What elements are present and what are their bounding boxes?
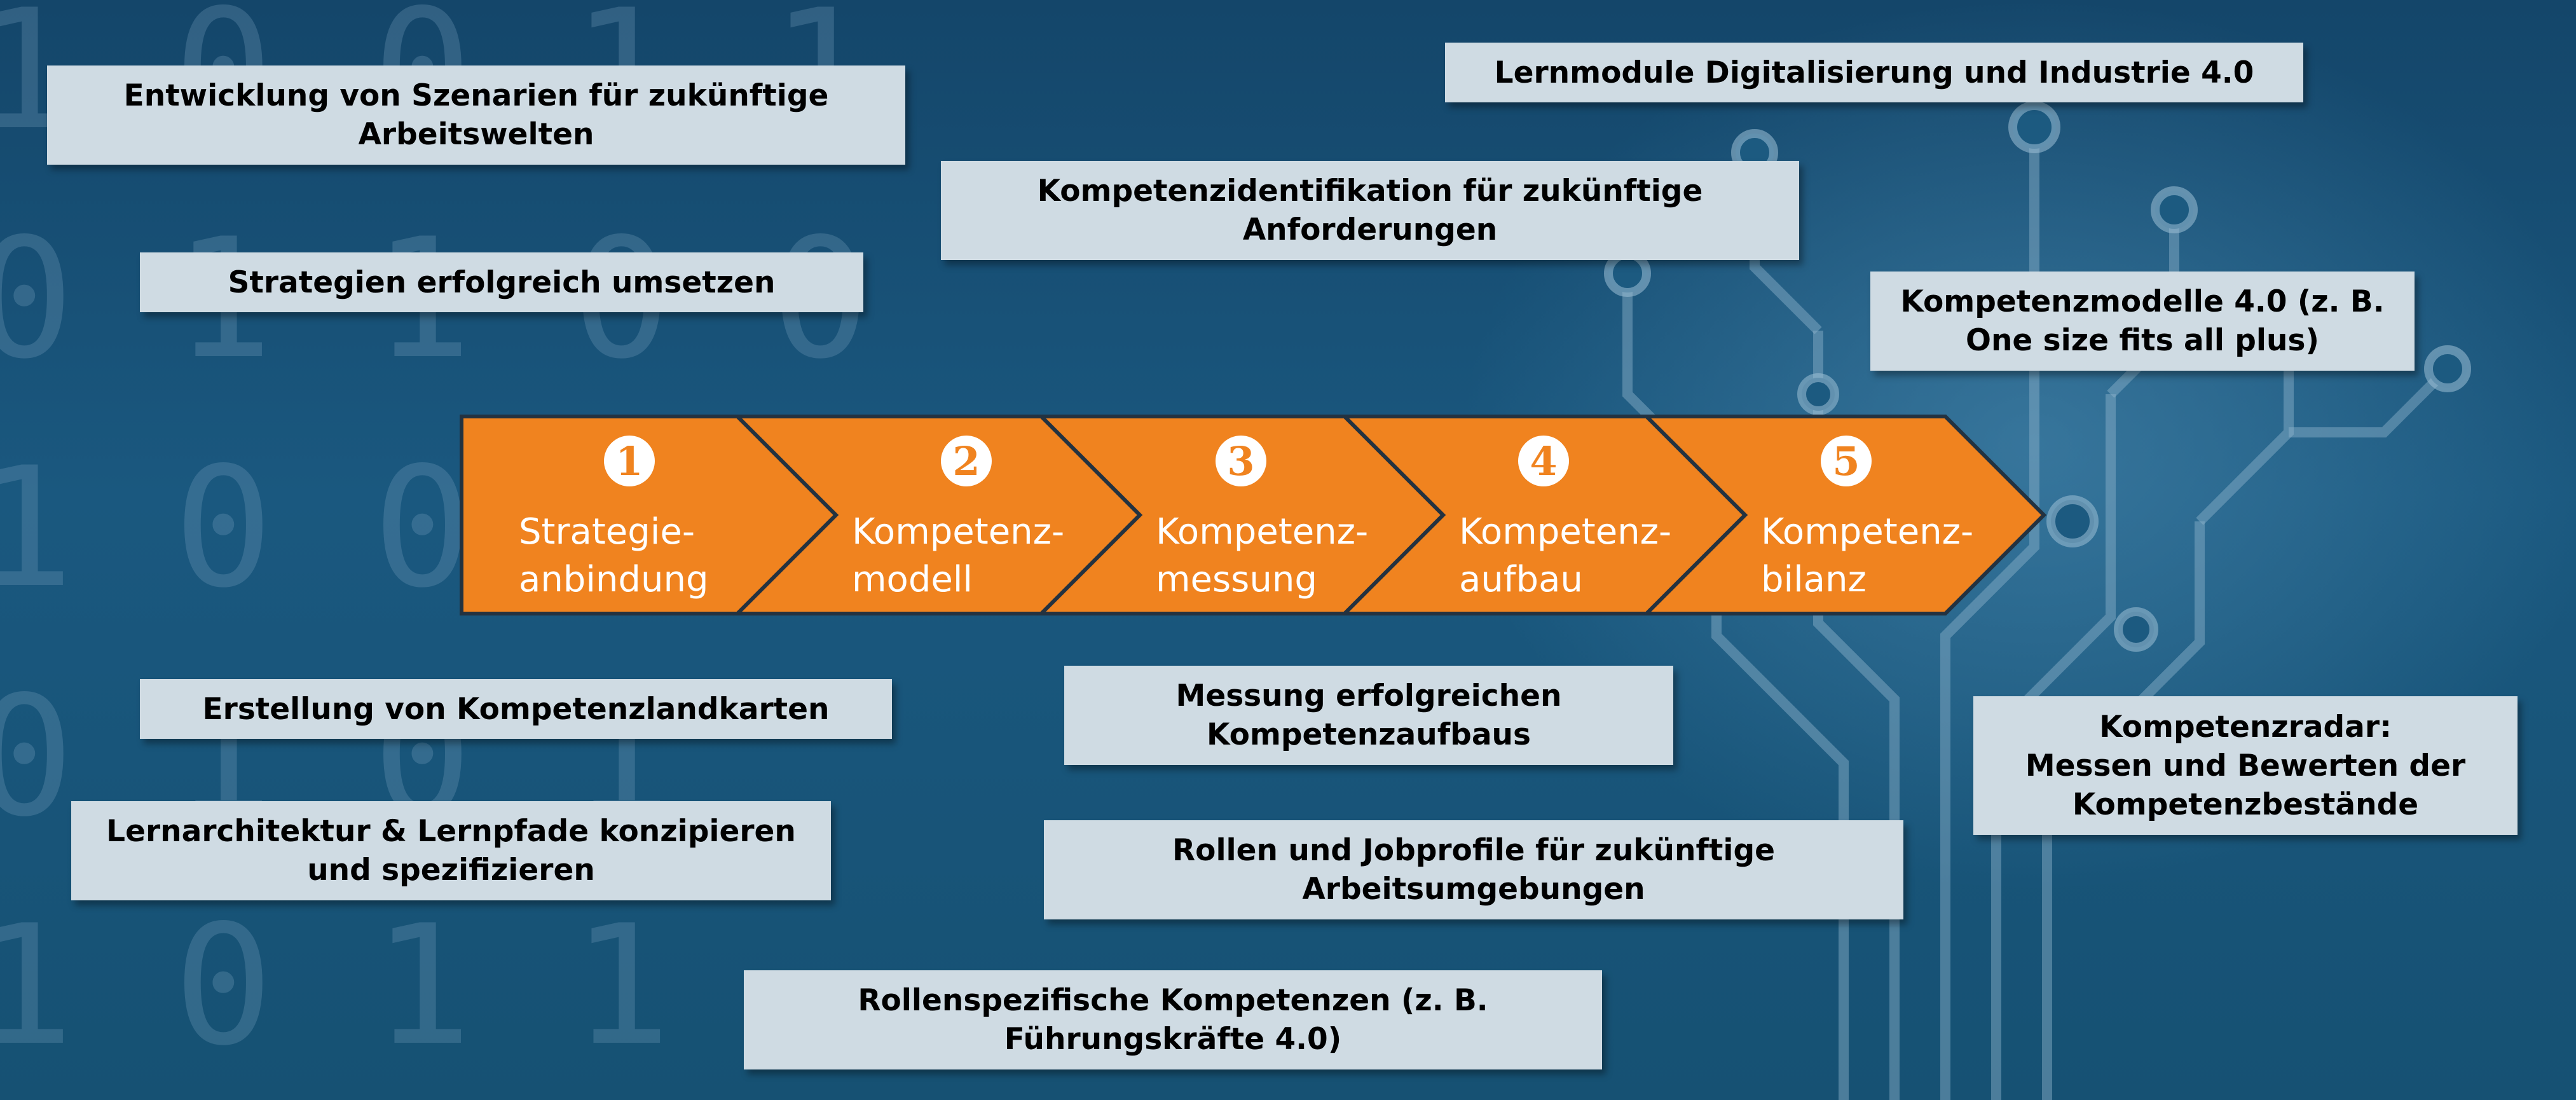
box-lernarchitektur: Lernarchitektur & Lernpfade konzipieren … bbox=[71, 801, 831, 900]
box-kompetenzidentifikation: Kompetenzidentifikation für zukünftige A… bbox=[941, 161, 1799, 260]
step-label-line2-2: modell bbox=[852, 559, 973, 600]
box-messung-line2: Kompetenzaufbaus bbox=[1207, 717, 1531, 752]
step-label-line1-5: Kompetenz- bbox=[1761, 511, 1973, 553]
step-label-line2-1: anbindung bbox=[519, 559, 708, 600]
box-landkarten: Erstellung von Kompetenzlandkarten bbox=[140, 679, 892, 739]
step-number-badge-5 bbox=[1821, 436, 1872, 486]
step-label-line1-1: Strategie- bbox=[519, 511, 695, 553]
step-label-line1-2: Kompetenz- bbox=[852, 511, 1064, 553]
step-number-3: 3 bbox=[1227, 438, 1254, 485]
step-number-badge-1 bbox=[604, 436, 655, 486]
box-kompetenzidentifikation-line1: Kompetenzidentifikation für zukünftige bbox=[1037, 174, 1703, 209]
box-messung-line1: Messung erfolgreichen bbox=[1175, 678, 1562, 713]
step-number-2: 2 bbox=[952, 438, 980, 485]
box-szenarien: Entwicklung von Szenarien für zukünftige… bbox=[47, 65, 905, 165]
box-lernarchitektur-line2: und spezifizieren bbox=[307, 853, 595, 888]
step-label-line1-4: Kompetenz- bbox=[1459, 511, 1671, 553]
box-kompetenzradar: Kompetenzradar: Messen und Bewerten der … bbox=[1973, 696, 2518, 835]
box-kompetenzmodelle-line1: Kompetenzmodelle 4.0 (z. B. bbox=[1900, 284, 2385, 319]
box-rollenspezifisch-line2: Führungskräfte 4.0) bbox=[1004, 1022, 1342, 1057]
box-szenarien-line2: Arbeitswelten bbox=[358, 117, 594, 152]
step-number-1: 1 bbox=[615, 438, 643, 485]
box-rollenspezifisch: Rollenspezifische Kompetenzen (z. B. Füh… bbox=[744, 970, 1602, 1069]
box-rollenspezifisch-line1: Rollenspezifische Kompetenzen (z. B. bbox=[858, 983, 1488, 1018]
step-number-badge-2 bbox=[941, 436, 992, 486]
box-kompetenzradar-line1: Kompetenzradar: bbox=[2099, 709, 2392, 745]
box-lernarchitektur-line1: Lernarchitektur & Lernpfade konzipieren bbox=[106, 814, 796, 849]
box-lernmodule-line1: Lernmodule Digitalisierung und Industrie… bbox=[1494, 55, 2254, 90]
step-number-4: 4 bbox=[1530, 438, 1557, 485]
box-strategien: Strategien erfolgreich umsetzen bbox=[140, 252, 863, 312]
step-number-badge-3 bbox=[1216, 436, 1266, 486]
svg-text:1 0 1 1: 1 0 1 1 bbox=[0, 890, 671, 1082]
box-landkarten-line1: Erstellung von Kompetenzlandkarten bbox=[202, 691, 830, 727]
box-kompetenzidentifikation-line2: Anforderungen bbox=[1242, 212, 1498, 247]
box-szenarien-line1: Entwicklung von Szenarien für zukünftige bbox=[123, 78, 829, 113]
box-kompetenzradar-line3: Kompetenzbestände bbox=[2072, 787, 2419, 822]
box-kompetenzradar-line2: Messen und Bewerten der bbox=[2025, 748, 2466, 783]
box-rollen-line1: Rollen und Jobprofile für zukünftige bbox=[1172, 833, 1776, 868]
process-step-5 bbox=[1641, 415, 2047, 615]
step-label-line2-4: aufbau bbox=[1459, 559, 1583, 600]
box-lernmodule: Lernmodule Digitalisierung und Industrie… bbox=[1445, 43, 2303, 102]
step-label-line2-3: messung bbox=[1156, 559, 1317, 600]
step-number-badge-4 bbox=[1518, 436, 1569, 486]
step-label-line1-3: Kompetenz- bbox=[1156, 511, 1368, 553]
box-kompetenzmodelle-line2: One size fits all plus) bbox=[1966, 323, 2319, 358]
step-number-5: 5 bbox=[1832, 438, 1860, 485]
box-strategien-line1: Strategien erfolgreich umsetzen bbox=[228, 265, 776, 300]
box-kompetenzmodelle: Kompetenzmodelle 4.0 (z. B. One size fit… bbox=[1870, 272, 2415, 371]
box-rollen: Rollen und Jobprofile für zukünftige Arb… bbox=[1044, 820, 1903, 919]
step-label-line2-5: bilanz bbox=[1761, 559, 1867, 600]
box-messung: Messung erfolgreichen Kompetenzaufbaus bbox=[1064, 666, 1673, 765]
box-rollen-line2: Arbeitsumgebungen bbox=[1302, 872, 1645, 907]
